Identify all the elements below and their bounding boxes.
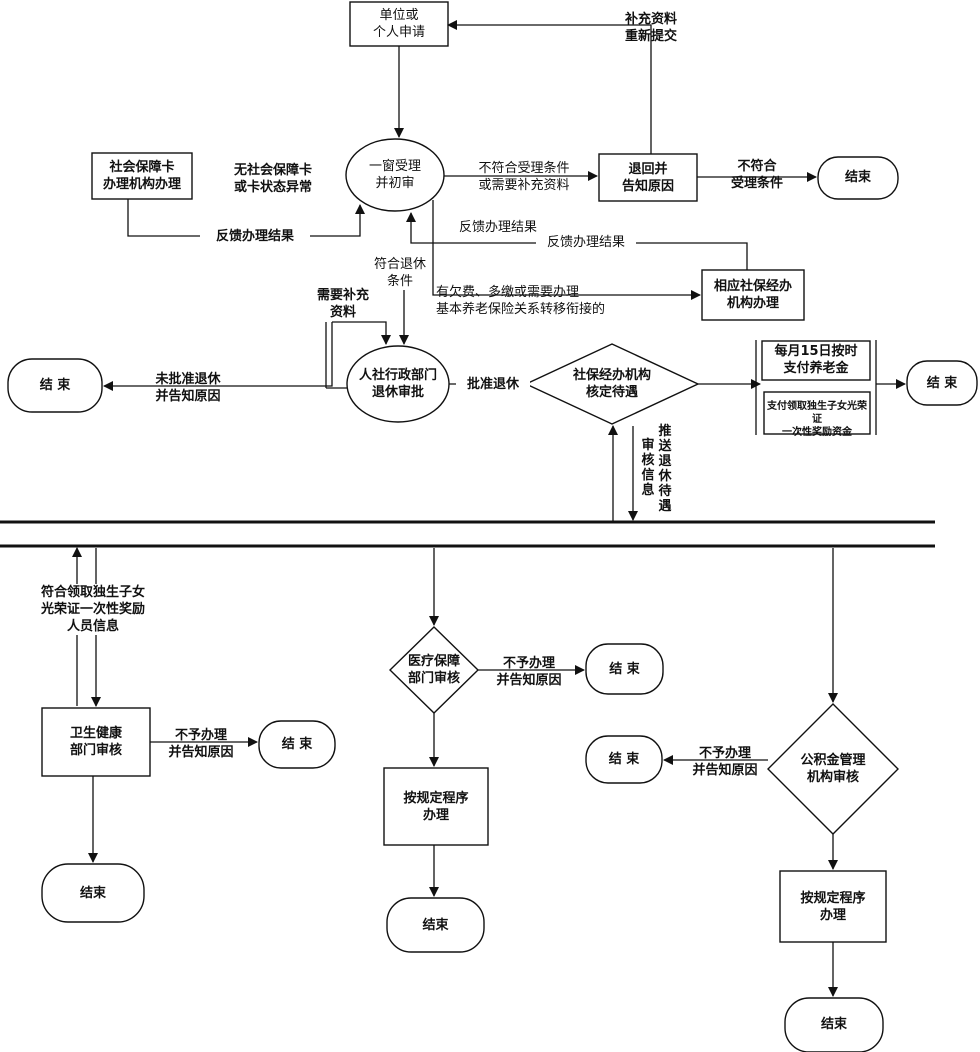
health-reject-label: 不予办理 并告知原因	[168, 728, 234, 760]
medical-end-box	[386, 897, 485, 953]
meet-retire-label: 符合退休 条件	[373, 257, 426, 289]
card-agency-label: 社会保障卡 办理机构办理	[102, 160, 181, 192]
social-agency-diamond	[524, 343, 700, 425]
pay-one-child-label: 支付领取独生子女光荣证 一次性奖励资金	[767, 401, 867, 438]
not-approved-label: 未批准退休 并告知原因	[155, 372, 221, 404]
one-child-info-label: 符合领取独生子女 光荣证一次性奖励 人员信息	[20, 584, 166, 635]
connector	[103, 322, 333, 391]
return-notify-label: 退回并 告知原因	[621, 162, 674, 194]
approve-retire-label: 批准退休	[456, 376, 530, 393]
health-end-box	[41, 863, 145, 923]
end-right-box	[906, 360, 978, 406]
not-meet-conditions-label: 不符合 受理条件	[730, 159, 783, 191]
fund-reject-label: 不予办理 并告知原因	[692, 746, 758, 778]
end-top-right-label: 结束	[844, 170, 871, 185]
window-review-label: 一窗受理 并初审	[368, 159, 421, 191]
pay-pension-box	[761, 340, 871, 381]
fund-proc-label: 按规定程序 办理	[800, 891, 866, 923]
medical-proc-box	[383, 767, 489, 846]
window-review-oval	[345, 138, 445, 212]
pay-one-child-box	[763, 391, 871, 435]
hr-approval-label: 人社行政部门 退休审批	[358, 368, 437, 400]
connector	[447, 20, 652, 154]
fund-end-label: 结束	[820, 1017, 847, 1032]
end-right-label: 结 束	[926, 376, 958, 391]
medical-end-label: 结束	[422, 918, 449, 933]
medical-proc-label: 按规定程序 办理	[403, 791, 469, 823]
review-info-label: 审核信息	[641, 438, 655, 498]
need-supplement-label: 需要补充 资料	[316, 288, 369, 320]
health-end-side-label: 结 束	[281, 737, 313, 752]
fund-end-box	[784, 997, 884, 1052]
health-end-label: 结束	[79, 886, 106, 901]
feedback-left-label: 反馈办理结果	[200, 228, 310, 245]
card-agency-box	[91, 152, 193, 200]
push-retire-label: 推送退休待遇	[658, 424, 672, 514]
medical-end-side-label: 结 束	[609, 662, 640, 677]
medical-end-side-box	[585, 643, 664, 695]
health-end-side-box	[258, 720, 336, 769]
feedback-mid2-label: 反馈办理结果	[536, 234, 636, 251]
fund-review-label: 公积金管理 机构审核	[800, 753, 866, 785]
arrears-note-label: 有欠费、多缴或需要办理 基本养老保险关系转移衔接的	[436, 285, 606, 317]
connector	[432, 200, 701, 300]
end-top-right-box	[817, 156, 899, 200]
health-review-label: 卫生健康 部门审核	[69, 726, 122, 758]
no-card-label: 无社会保障卡 或卡状态异常	[233, 163, 312, 195]
medical-review-label: 医疗保障 部门审核	[407, 654, 460, 686]
supplement-resubmit-label: 补充资料 重新提交	[624, 12, 677, 44]
medical-reject-label: 不予办理 并告知原因	[496, 656, 562, 688]
apply-label: 单位或 个人申请	[372, 8, 425, 40]
fund-end-side-label: 结 束	[608, 752, 640, 767]
corresponding-agency-label: 相应社保经办 机构办理	[713, 279, 792, 311]
end-left-label: 结 束	[39, 378, 71, 393]
social-agency-label: 社保经办机构 核定待遇	[572, 368, 651, 400]
pay-pension-label: 每月15日按时 支付养老金	[774, 344, 858, 376]
not-meet-or-supplement-label: 不符合受理条件 或需要补充资料	[478, 161, 570, 193]
fund-end-side-box	[585, 735, 663, 784]
end-left-box	[7, 358, 103, 413]
feedback-mid1-label: 反馈办理结果	[458, 220, 537, 235]
connector	[332, 321, 391, 345]
corresponding-agency-box	[701, 269, 805, 321]
